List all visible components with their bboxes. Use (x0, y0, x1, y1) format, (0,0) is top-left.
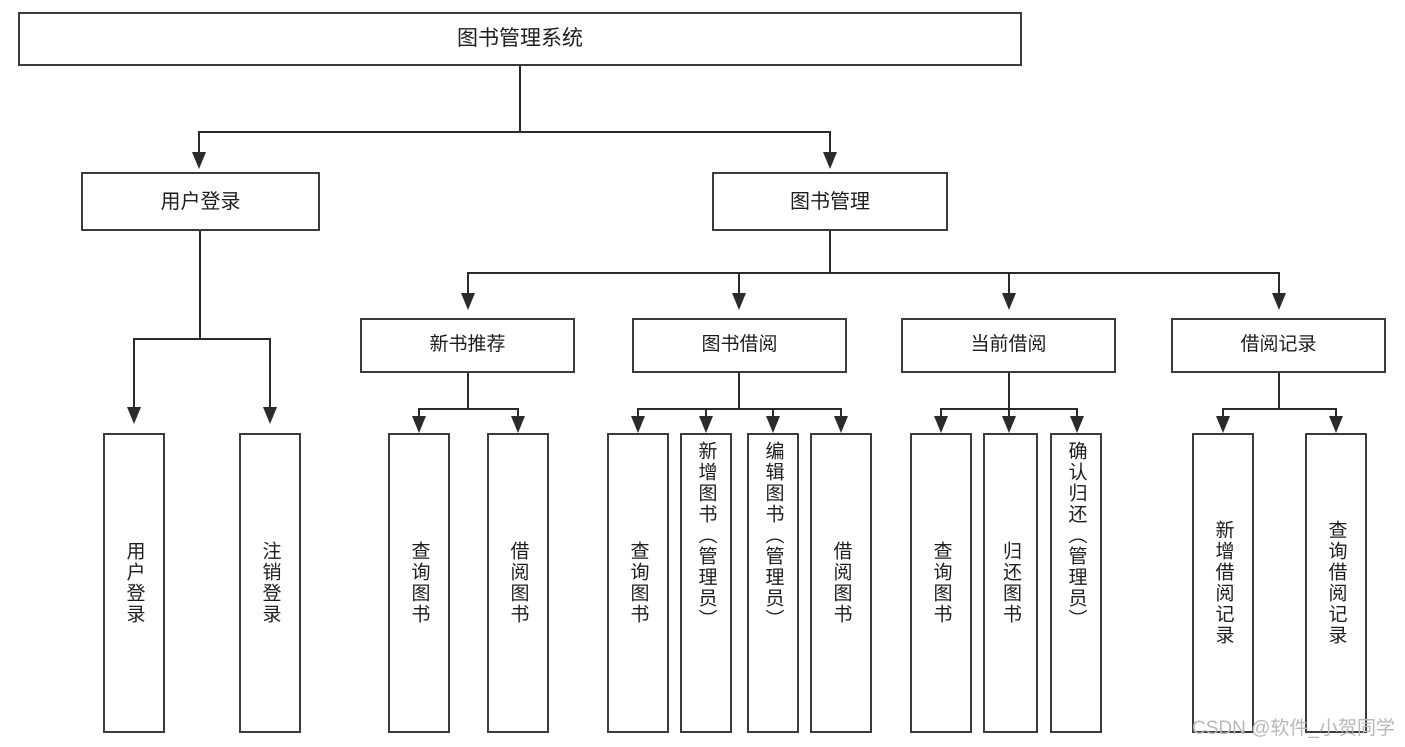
node-current-borrow[interactable]: 当前借阅 (901, 318, 1116, 373)
arrowhead-user-login (192, 152, 206, 169)
arrowhead-borrow-record (1272, 293, 1286, 310)
connector-borrow-record-stem (1278, 373, 1280, 409)
node-book-management[interactable]: 图书管理 (712, 172, 948, 231)
arrowhead-bb-query-book (631, 416, 645, 433)
connector-drop-borrow-record (1278, 272, 1280, 294)
leaf-label: 借阅图书 (507, 541, 529, 625)
node-label: 图书管理系统 (457, 27, 583, 51)
leaf-cb-query-book[interactable]: 查询图书 (910, 433, 972, 733)
leaf-label: 借阅图书 (830, 541, 852, 625)
connector-drop-leaf-user-login (133, 338, 135, 408)
arrowhead-cb-return-book (1002, 416, 1016, 433)
connector-drop-br-add-record (1222, 408, 1224, 418)
arrowhead-br-query-record (1329, 416, 1343, 433)
leaf-label: 用户登录 (123, 541, 145, 625)
connector-drop-bb-query-book (637, 408, 639, 418)
leaf-br-add-record[interactable]: 新增借阅记录 (1192, 433, 1254, 733)
node-label: 当前借阅 (970, 334, 1047, 356)
connector-user-login-stem (199, 231, 201, 339)
connector-drop-book-management (829, 131, 831, 153)
leaf-br-query-record[interactable]: 查询借阅记录 (1305, 433, 1367, 733)
node-label: 新书推荐 (429, 334, 506, 356)
connector-drop-leaf-logout (269, 338, 271, 408)
leaf-cb-return-book[interactable]: 归还图书 (983, 433, 1038, 733)
leaf-bb-query-book[interactable]: 查询图书 (607, 433, 669, 733)
leaf-label: 查询图书 (408, 541, 430, 625)
connector-drop-bb-edit-book (772, 408, 774, 418)
connector-book-borrow-bus (637, 408, 841, 410)
connector-drop-book-borrow (738, 272, 740, 294)
arrowhead-bb-add-book (699, 416, 713, 433)
leaf-bb-add-book[interactable]: 新增图书（管理员） (680, 433, 732, 733)
connector-drop-br-query-record (1335, 408, 1337, 418)
connector-borrow-record-bus (1222, 408, 1337, 410)
node-label: 图书借阅 (701, 334, 778, 356)
leaf-nbr-query-book[interactable]: 查询图书 (388, 433, 450, 733)
connector-drop-bb-borrow-book (840, 408, 842, 418)
node-new-book-recommend[interactable]: 新书推荐 (360, 318, 575, 373)
connector-drop-cb-return-book (1008, 408, 1010, 418)
connector-drop-current-borrow (1008, 272, 1010, 294)
connector-drop-cb-query-book (940, 408, 942, 418)
leaf-logout-login[interactable]: 注销登录 (239, 433, 301, 733)
csdn-watermark: CSDN @软件_小贺同学 (1192, 718, 1395, 739)
connector-user-login-bus (133, 338, 269, 340)
leaf-cb-confirm-return[interactable]: 确认归还（管理员） (1050, 433, 1102, 733)
connector-drop-new-book-recommend (467, 272, 469, 294)
node-label: 用户登录 (160, 190, 241, 213)
arrowhead-br-add-record (1216, 416, 1230, 433)
leaf-label: 归还图书 (1000, 541, 1021, 625)
leaf-label: 注销登录 (259, 541, 281, 625)
leaf-bb-edit-book[interactable]: 编辑图书（管理员） (747, 433, 799, 733)
leaf-label: 确认归还（管理员） (1065, 441, 1087, 630)
node-label: 图书管理 (790, 190, 870, 213)
connector-drop-nbr-query-book (418, 408, 420, 418)
arrowhead-leaf-user-login (127, 407, 141, 424)
node-book-borrow[interactable]: 图书借阅 (632, 318, 847, 373)
connector-book-management-bus (467, 272, 1279, 274)
leaf-bb-borrow-book[interactable]: 借阅图书 (810, 433, 872, 733)
node-user-login[interactable]: 用户登录 (81, 172, 320, 231)
connector-drop-user-login (198, 131, 200, 153)
node-label: 借阅记录 (1240, 334, 1317, 356)
connector-book-management-stem (829, 231, 831, 273)
leaf-label: 新增图书（管理员） (695, 441, 717, 630)
leaf-label: 查询借阅记录 (1325, 520, 1347, 646)
arrowhead-cb-confirm-return (1070, 416, 1084, 433)
node-root-book-management-system[interactable]: 图书管理系统 (18, 12, 1022, 66)
leaf-label: 新增借阅记录 (1212, 520, 1234, 646)
connector-drop-bb-add-book (705, 408, 707, 418)
connector-book-borrow-stem (738, 373, 740, 409)
node-borrow-record[interactable]: 借阅记录 (1171, 318, 1386, 373)
arrowhead-nbr-query-book (412, 416, 426, 433)
arrowhead-new-book-recommend (461, 293, 475, 310)
arrowhead-book-borrow (732, 293, 746, 310)
arrowhead-current-borrow (1002, 293, 1016, 310)
connector-root-bus (198, 131, 830, 133)
leaf-user-login[interactable]: 用户登录 (103, 433, 165, 733)
connector-current-borrow-stem (1008, 373, 1010, 409)
connector-new-book-recommend-stem (467, 373, 469, 409)
leaf-label: 查询图书 (627, 541, 649, 625)
arrowhead-bb-borrow-book (834, 416, 848, 433)
leaf-nbr-borrow-book[interactable]: 借阅图书 (487, 433, 549, 733)
connector-root-stem (519, 66, 521, 132)
arrowhead-nbr-borrow-book (511, 416, 525, 433)
connector-drop-cb-confirm-return (1076, 408, 1078, 418)
arrowhead-cb-query-book (934, 416, 948, 433)
connector-drop-nbr-borrow-book (517, 408, 519, 418)
arrowhead-leaf-logout (263, 407, 277, 424)
arrowhead-book-management (823, 152, 837, 169)
connector-new-book-recommend-bus (418, 408, 518, 410)
leaf-label: 编辑图书（管理员） (762, 441, 784, 630)
arrowhead-bb-edit-book (766, 416, 780, 433)
leaf-label: 查询图书 (930, 541, 952, 625)
